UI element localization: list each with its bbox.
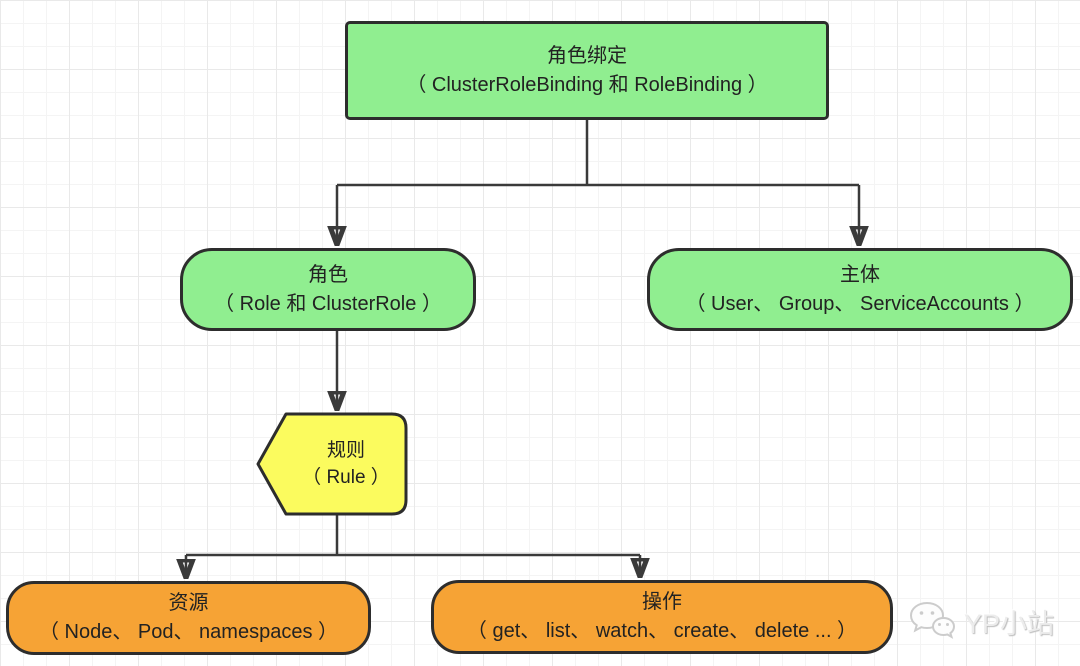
node-role-subtitle: （ Role 和 ClusterRole ） <box>214 292 442 315</box>
node-role-title: 角色 <box>308 263 348 286</box>
node-subject-subtitle: （ User、 Group、 ServiceAccounts ） <box>685 292 1035 315</box>
watermark-label: YP小站 <box>963 608 1054 639</box>
node-operation: 操作 （ get、 list、 watch、 create、 delete ..… <box>431 580 893 654</box>
node-role-binding-subtitle: （ ClusterRoleBinding 和 RoleBinding ） <box>406 73 768 96</box>
node-role: 角色 （ Role 和 ClusterRole ） <box>180 248 476 331</box>
node-subject: 主体 （ User、 Group、 ServiceAccounts ） <box>647 248 1073 331</box>
node-rule: 规则 （ Rule ） <box>256 411 410 517</box>
node-rule-title: 规则 <box>326 440 365 461</box>
node-resource: 资源 （ Node、 Pod、 namespaces ） <box>6 581 371 655</box>
node-role-binding-title: 角色绑定 <box>547 44 627 67</box>
node-role-binding: 角色绑定 （ ClusterRoleBinding 和 RoleBinding … <box>345 21 829 120</box>
node-operation-subtitle: （ get、 list、 watch、 create、 delete ... ） <box>466 620 858 642</box>
node-resource-subtitle: （ Node、 Pod、 namespaces ） <box>38 621 339 643</box>
node-operation-title: 操作 <box>642 591 682 613</box>
node-subject-title: 主体 <box>840 263 880 286</box>
node-resource-title: 资源 <box>168 592 209 614</box>
wechat-icon <box>908 600 956 642</box>
watermark: YP小站 <box>908 600 1054 642</box>
rule-pentagon-shape <box>256 412 408 516</box>
node-rule-subtitle: （ Rule ） <box>302 467 390 488</box>
